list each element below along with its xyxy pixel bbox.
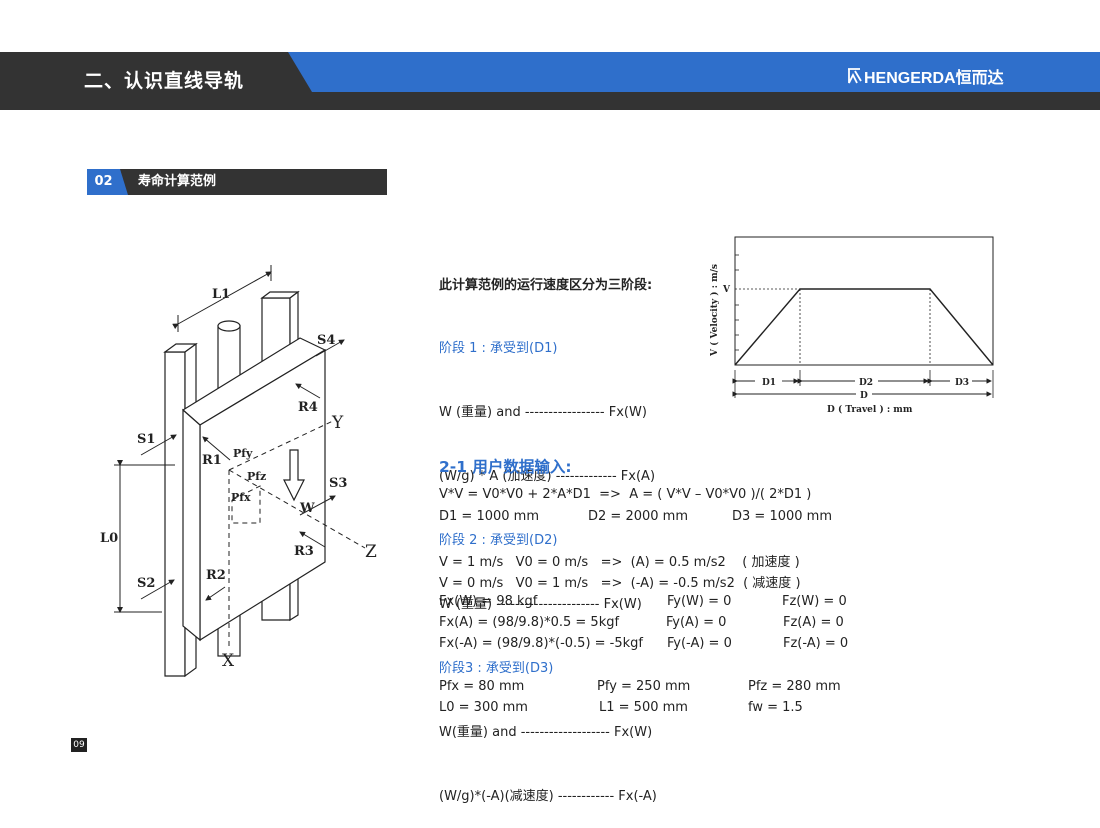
stage-1-line-1: W (重量) and ----------------- Fx(W): [439, 405, 647, 421]
distance-d2: D2 = 2000 mm: [588, 509, 688, 524]
label-r1: R1: [202, 453, 222, 468]
force-fx-a: Fx(A) = (98/9.8)*0.5 = 5kgf: [439, 615, 620, 630]
label-l1: L1: [212, 287, 230, 302]
section-bar: [87, 169, 387, 195]
param-pfy: Pfy = 250 mm: [597, 679, 691, 694]
axis-x-label: X: [222, 651, 235, 671]
force-fy-neg-a: Fy(-A) = 0: [667, 636, 732, 651]
section-divider: [118, 169, 128, 195]
force-fz-w: Fz(W) = 0: [782, 594, 847, 609]
axis-y-label: Y: [331, 413, 344, 433]
intro-text: 此计算范例的运行速度区分为三阶段: 阶段 1 : 承受到(D1) W (重量) …: [439, 232, 657, 828]
label-s3: S3: [329, 476, 347, 491]
label-pfx: Pfx: [231, 491, 251, 504]
header-band: [0, 52, 1100, 110]
force-fz-neg-a: Fz(-A) = 0: [783, 636, 849, 651]
chart-xlabel: D ( Travel ) : mm: [827, 404, 913, 415]
label-l0: L0: [100, 531, 118, 546]
force-fz-a: Fz(A) = 0: [783, 615, 844, 630]
velocity-profile-line: [734, 288, 994, 366]
param-l0: L0 = 300 mm: [439, 700, 528, 715]
force-fx-neg-a: Fx(-A) = (98/9.8)*(-0.5) = -5kgf: [439, 636, 643, 651]
section-number: 02: [87, 169, 120, 195]
label-r4: R4: [298, 400, 318, 415]
force-fy-w: Fy(W) = 0: [667, 594, 732, 609]
guide-diagram: L1 L0 S1 S2 S3 S4 R1 R2 R3 R4 W Pfy Pfz …: [100, 265, 377, 678]
section-title: 寿命计算范例: [138, 174, 217, 189]
label-pfy: Pfy: [233, 447, 253, 460]
page-title: 二、认识直线导轨: [84, 70, 245, 92]
param-pfx: Pfx = 80 mm: [439, 679, 525, 694]
stage-1-title: 阶段 1 : 承受到(D1): [439, 341, 558, 357]
acceleration-line: V = 1 m/s V0 = 0 m/s => (A) = 0.5 m/s2 (…: [439, 555, 800, 570]
distance-d1: D1 = 1000 mm: [439, 509, 539, 524]
logo-text: HENGERDA恒而达: [864, 70, 1004, 87]
chart-v-label: V: [722, 285, 731, 295]
velocity-profile-chart: D1 D2 D3 D V D ( Travel ) : mm V ( Veloc…: [709, 236, 994, 415]
distance-d3: D3 = 1000 mm: [732, 509, 832, 524]
chart-d-label: D: [860, 391, 868, 401]
param-fw: fw = 1.5: [748, 700, 803, 715]
label-r3: R3: [294, 544, 314, 559]
stage-2-title: 阶段 2 : 承受到(D2): [439, 533, 558, 549]
user-input-title: 2-1 用户数据输入:: [439, 458, 572, 476]
intro-heading: 此计算范例的运行速度区分为三阶段:: [439, 277, 653, 293]
stage-3-line-1: W(重量) and ------------------- Fx(W): [439, 724, 653, 740]
label-r2: R2: [206, 568, 226, 583]
label-s1: S1: [137, 432, 155, 447]
accel-formula: V*V = V0*V0 + 2*A*D1 => A = ( V*V – V0*V…: [439, 487, 812, 502]
stage-2-line-1: W (重量) ---------------------- Fx(W): [439, 597, 642, 613]
label-s4: S4: [317, 333, 335, 348]
force-fy-a: Fy(A) = 0: [666, 615, 727, 630]
label-s2: S2: [137, 576, 155, 591]
page-number: 09: [71, 738, 87, 752]
label-w: W: [299, 501, 315, 516]
param-pfz: Pfz = 280 mm: [748, 679, 841, 694]
logo-mark-icon: [848, 68, 862, 84]
stage-3-line-2: (W/g)*(-A)(减速度) ------------ Fx(-A): [439, 788, 657, 804]
axis-z-label: Z: [365, 542, 377, 562]
chart-ylabel: V ( Velocity ) : m/s: [709, 264, 720, 357]
stage-3-title: 阶段3 : 承受到(D3): [439, 660, 554, 676]
force-fx-w: Fx(W) = 98 kgf: [439, 594, 538, 609]
brand-logo: HENGERDA恒而达: [846, 64, 1004, 88]
deceleration-line: V = 0 m/s V0 = 1 m/s => (-A) = -0.5 m/s2…: [439, 576, 801, 591]
stage-1-line-2: (W/g) * A (加速度) ------------- Fx(A): [439, 469, 656, 485]
chart-d1-label: D1: [762, 378, 776, 388]
chart-d2-label: D2: [859, 378, 873, 388]
param-l1: L1 = 500 mm: [599, 700, 688, 715]
chart-d3-label: D3: [955, 378, 969, 388]
label-pfz: Pfz: [247, 470, 266, 483]
